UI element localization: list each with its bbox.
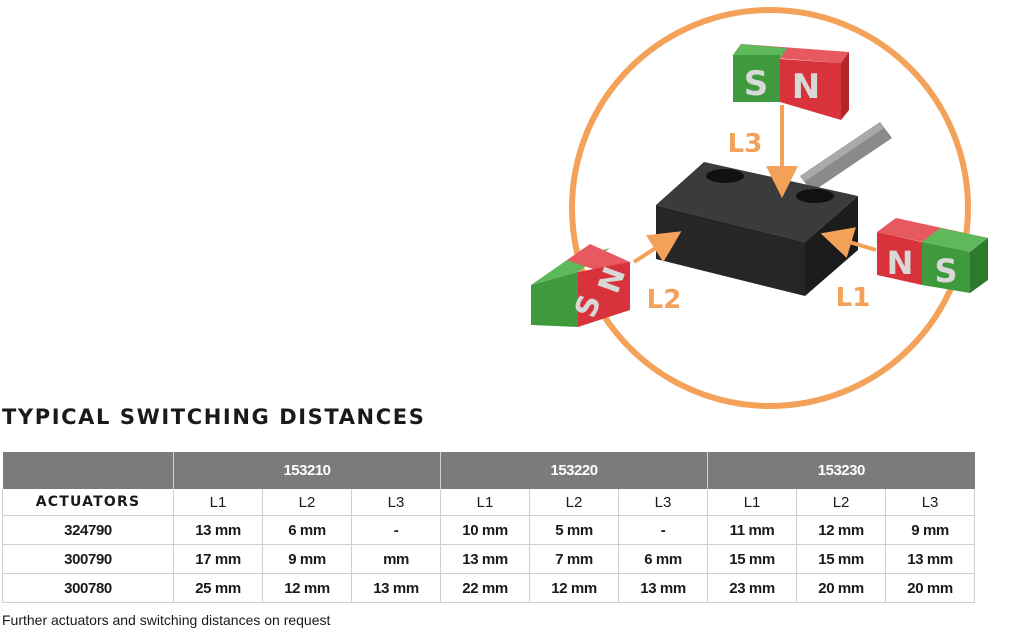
group-header: 153210 xyxy=(173,452,442,489)
magnet-top: S N xyxy=(733,44,849,120)
switching-distance-table: 153210 153220 153230 ACTUATORS L1 L2 L3 … xyxy=(2,452,976,603)
footnote: Further actuators and switching distance… xyxy=(2,612,331,628)
detection-circle xyxy=(569,7,971,409)
table-corner-cell xyxy=(2,452,174,489)
magnet-right-pole-left: N xyxy=(887,244,914,282)
distance-cell: 22 mm xyxy=(440,573,530,603)
distance-cell: 12 mm xyxy=(796,515,886,545)
distance-subheader: L2 xyxy=(796,489,886,516)
distance-cell: 20 mm xyxy=(796,573,886,603)
table-group-header-row: 153210 153220 153230 xyxy=(2,452,975,489)
distance-cell: 20 mm xyxy=(885,573,976,603)
section-title: TYPICAL SWITCHING DISTANCES xyxy=(2,405,426,429)
group-header: 153230 xyxy=(707,452,975,489)
distance-cell: 6 mm xyxy=(262,515,352,545)
distance-cell: 13 mm xyxy=(618,573,708,603)
distance-cell: 15 mm xyxy=(796,544,886,574)
arrow-l1 xyxy=(820,227,877,258)
sensor-cable xyxy=(800,122,892,192)
magnet-top-pole-left: S xyxy=(744,64,769,104)
label-l2: L2 xyxy=(647,285,682,315)
distance-cell: 11 mm xyxy=(707,515,797,545)
distance-cell: 13 mm xyxy=(440,544,530,574)
distance-cell: 13 mm xyxy=(173,515,263,545)
distance-cell: 15 mm xyxy=(707,544,797,574)
distance-subheader: L2 xyxy=(262,489,352,516)
distance-subheader: L1 xyxy=(173,489,263,516)
distance-cell: 17 mm xyxy=(173,544,263,574)
mounting-hole xyxy=(796,189,834,203)
distance-subheader: L3 xyxy=(350,489,441,516)
distance-subheader: L3 xyxy=(885,489,976,516)
arrow-l2 xyxy=(632,231,682,264)
distance-cell: 13 mm xyxy=(350,573,441,603)
magnet-top-pole-right: N xyxy=(792,67,820,107)
mounting-hole xyxy=(706,169,744,183)
magnet-right: N S xyxy=(877,218,988,293)
distance-cell: 9 mm xyxy=(262,544,352,574)
sensor-body xyxy=(656,162,858,296)
table-subheader-row: ACTUATORS L1 L2 L3 L1 L2 L3 L1 L2 L3 xyxy=(2,489,976,516)
distance-cell: 13 mm xyxy=(885,544,976,574)
switching-distance-diagram: S N N S S N L3 L1 L2 xyxy=(531,7,988,409)
actuator-id: 300790 xyxy=(2,544,174,574)
magnet-left: S N xyxy=(531,244,633,327)
actuators-header: ACTUATORS xyxy=(2,489,174,516)
distance-subheader: L1 xyxy=(707,489,797,516)
distance-cell: - xyxy=(350,515,441,545)
magnet-right-pole-right: S xyxy=(934,252,957,290)
distance-cell: 7 mm xyxy=(529,544,619,574)
actuator-id: 324790 xyxy=(2,515,174,545)
table-row: 324790 13 mm 6 mm - 10 mm 5 mm - 11 mm 1… xyxy=(2,515,976,545)
distance-cell: 5 mm xyxy=(529,515,619,545)
distance-cell: 9 mm xyxy=(885,515,976,545)
label-l1: L1 xyxy=(836,283,871,313)
distance-cell: 10 mm xyxy=(440,515,530,545)
distance-cell: - xyxy=(618,515,708,545)
table-row: 300780 25 mm 12 mm 13 mm 22 mm 12 mm 13 … xyxy=(2,573,976,603)
distance-cell: 25 mm xyxy=(173,573,263,603)
group-header: 153220 xyxy=(440,452,709,489)
distance-cell: 23 mm xyxy=(707,573,797,603)
actuator-id: 300780 xyxy=(2,573,174,603)
distance-subheader: L1 xyxy=(440,489,530,516)
distance-cell: 12 mm xyxy=(262,573,352,603)
distance-cell: 12 mm xyxy=(529,573,619,603)
distance-subheader: L3 xyxy=(618,489,708,516)
distance-cell: 6 mm xyxy=(618,544,708,574)
label-l3: L3 xyxy=(728,129,763,159)
table-row: 300790 17 mm 9 mm mm 13 mm 7 mm 6 mm 15 … xyxy=(2,544,976,574)
distance-cell: mm xyxy=(350,544,441,574)
distance-subheader: L2 xyxy=(529,489,619,516)
